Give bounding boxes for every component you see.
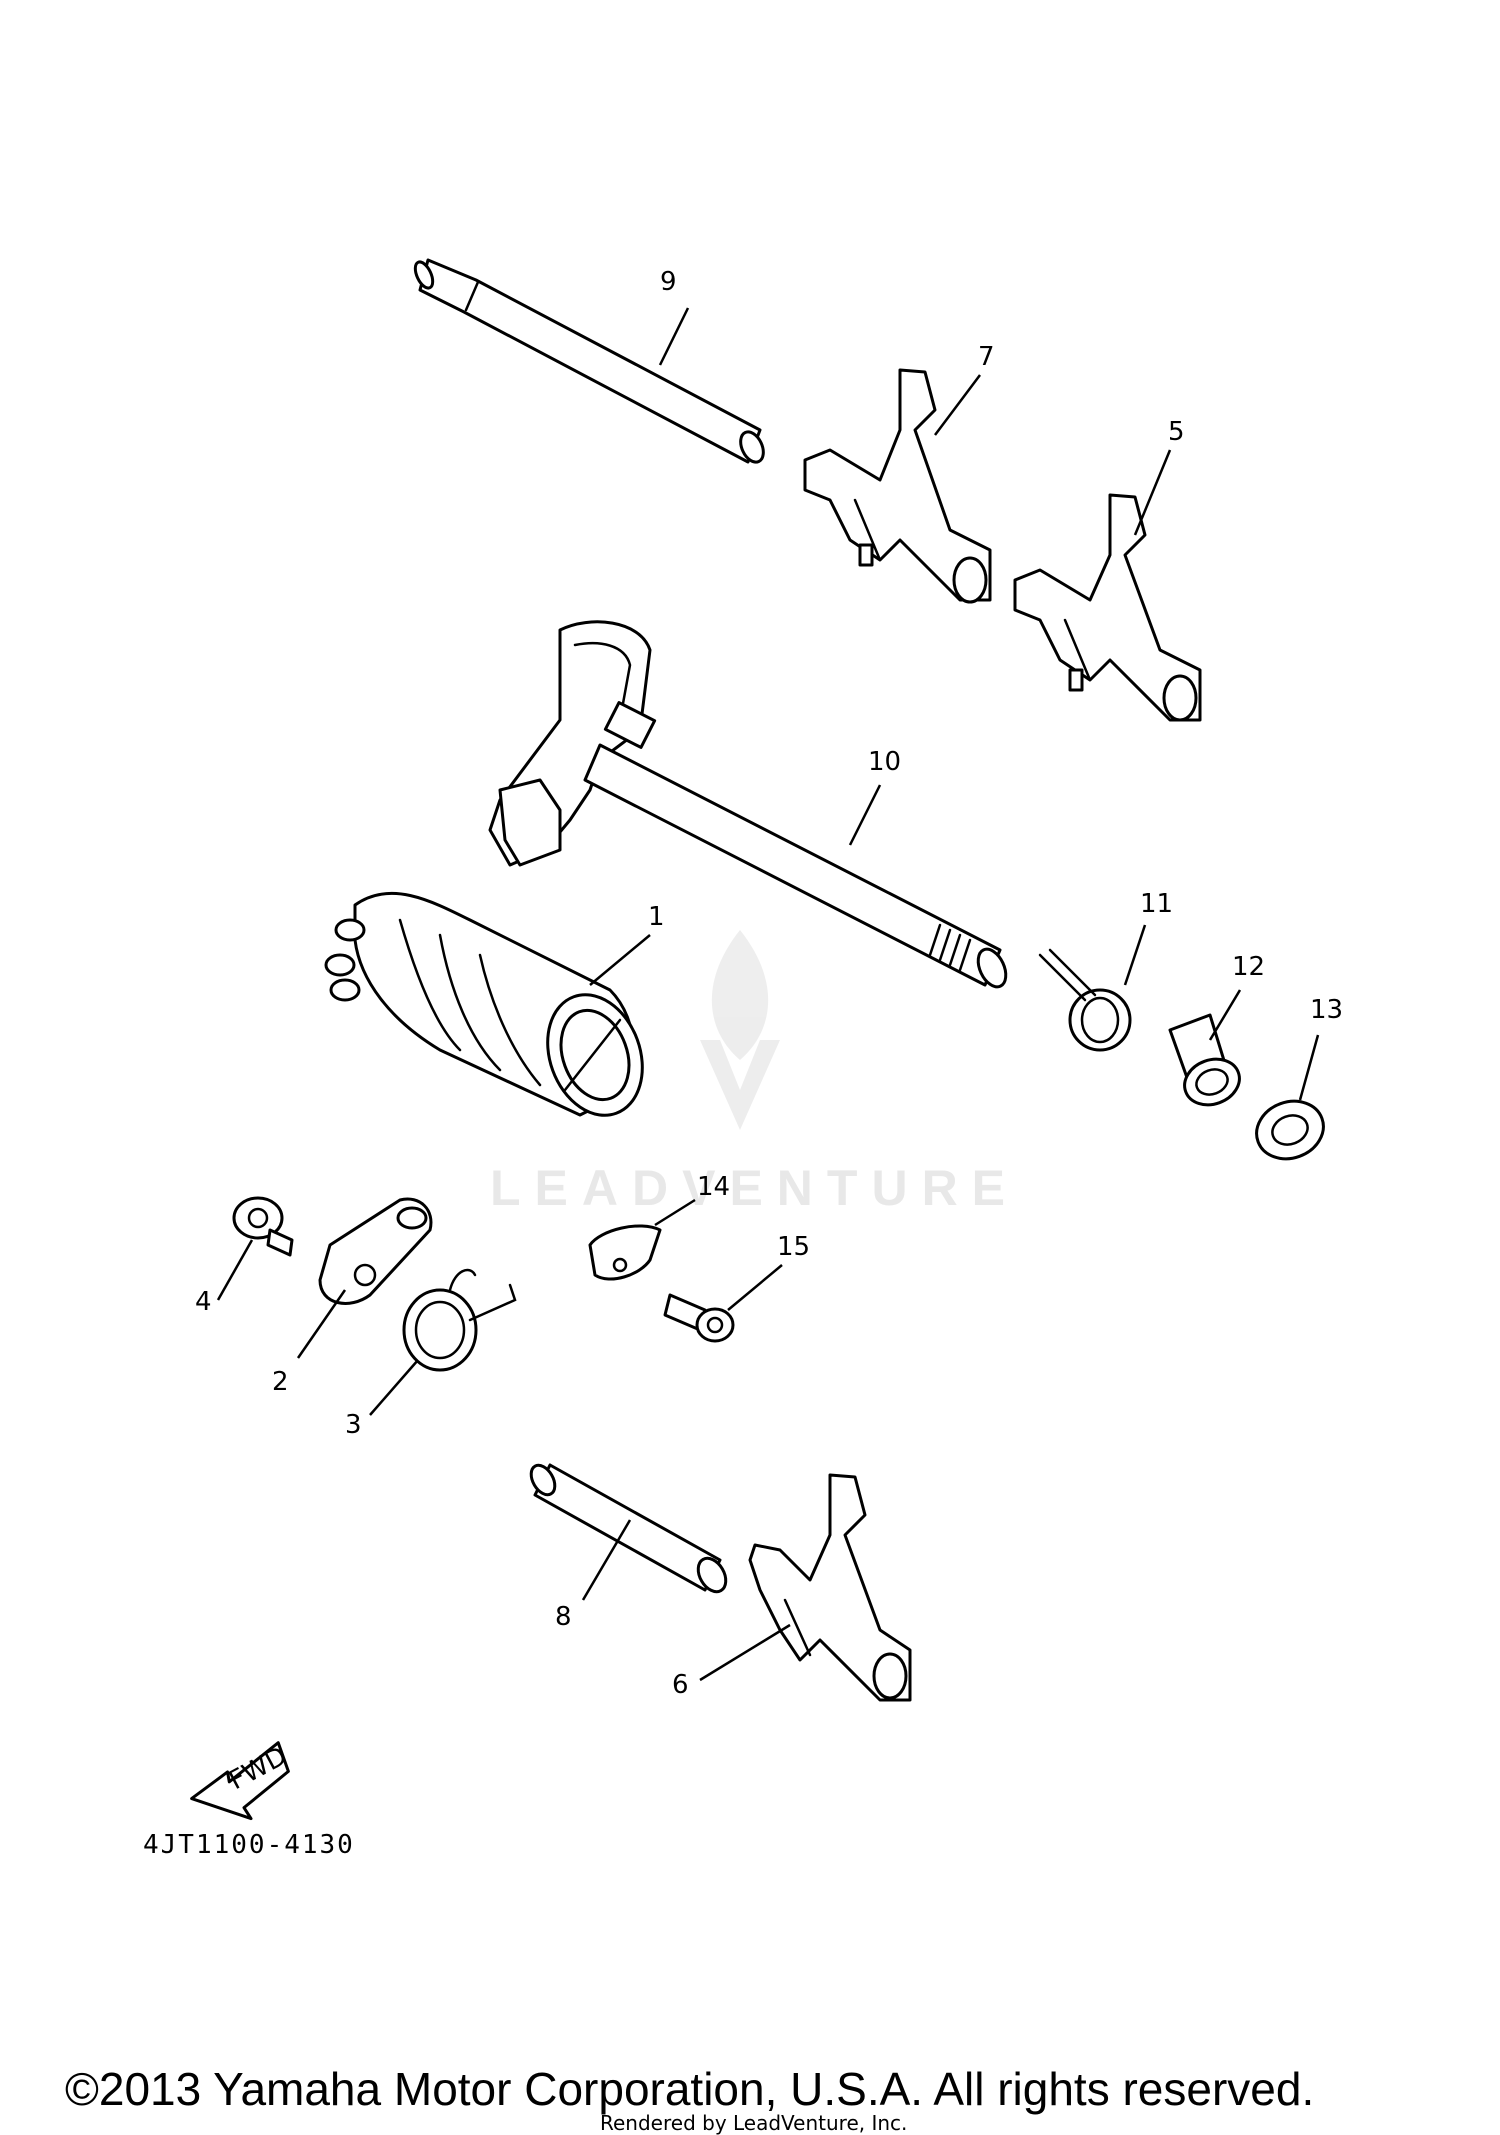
shift-drum-1[interactable] xyxy=(324,891,658,1128)
callout-4: 4 xyxy=(195,1287,212,1317)
bolt-15[interactable] xyxy=(663,1293,735,1343)
forward-direction-arrow: FWD xyxy=(190,1741,292,1821)
watermark-text: LEADVENTURE xyxy=(490,1160,1019,1216)
callout-13: 13 xyxy=(1310,995,1343,1025)
callout-2: 2 xyxy=(272,1367,289,1397)
leader-lines xyxy=(216,307,1320,1682)
leadventure-watermark: LEADVENTURE xyxy=(490,930,1019,1216)
callout-14: 14 xyxy=(697,1172,730,1202)
spring-11[interactable] xyxy=(1038,948,1132,1052)
shift-fork-5[interactable] xyxy=(1013,493,1202,722)
torsion-spring-3[interactable] xyxy=(402,1268,517,1372)
shift-fork-6[interactable] xyxy=(748,1473,912,1702)
callout-15: 15 xyxy=(777,1232,810,1262)
callout-6: 6 xyxy=(672,1670,689,1700)
callout-8: 8 xyxy=(555,1602,572,1632)
guide-bar-8[interactable] xyxy=(526,1461,731,1596)
oil-seal-13[interactable] xyxy=(1248,1092,1331,1168)
callout-12: 12 xyxy=(1232,952,1265,982)
callout-9: 9 xyxy=(660,267,677,297)
shift-fork-shaft-9[interactable] xyxy=(412,258,768,465)
callout-7: 7 xyxy=(978,342,995,372)
callout-5: 5 xyxy=(1168,417,1185,447)
stopper-lever-2[interactable] xyxy=(318,1197,433,1305)
stopper-14[interactable] xyxy=(588,1224,662,1281)
diagram-code: 4JT1100-4130 xyxy=(143,1830,355,1860)
collar-12[interactable] xyxy=(1168,1013,1246,1112)
callout-1: 1 xyxy=(648,902,665,932)
callout-labels: 9 7 5 10 1 11 12 13 14 15 4 2 3 8 6 xyxy=(195,267,1343,1700)
copyright-notice: ©2013 Yamaha Motor Corporation, U.S.A. A… xyxy=(65,2063,1314,2115)
callout-11: 11 xyxy=(1140,889,1173,919)
callout-10: 10 xyxy=(868,747,901,777)
callout-3: 3 xyxy=(345,1410,362,1440)
shift-shaft-10[interactable] xyxy=(488,620,1011,991)
shift-fork-7[interactable] xyxy=(803,368,992,604)
bolt-4[interactable] xyxy=(232,1196,294,1257)
rendered-by-credit: Rendered by LeadVenture, Inc. xyxy=(600,2111,907,2135)
